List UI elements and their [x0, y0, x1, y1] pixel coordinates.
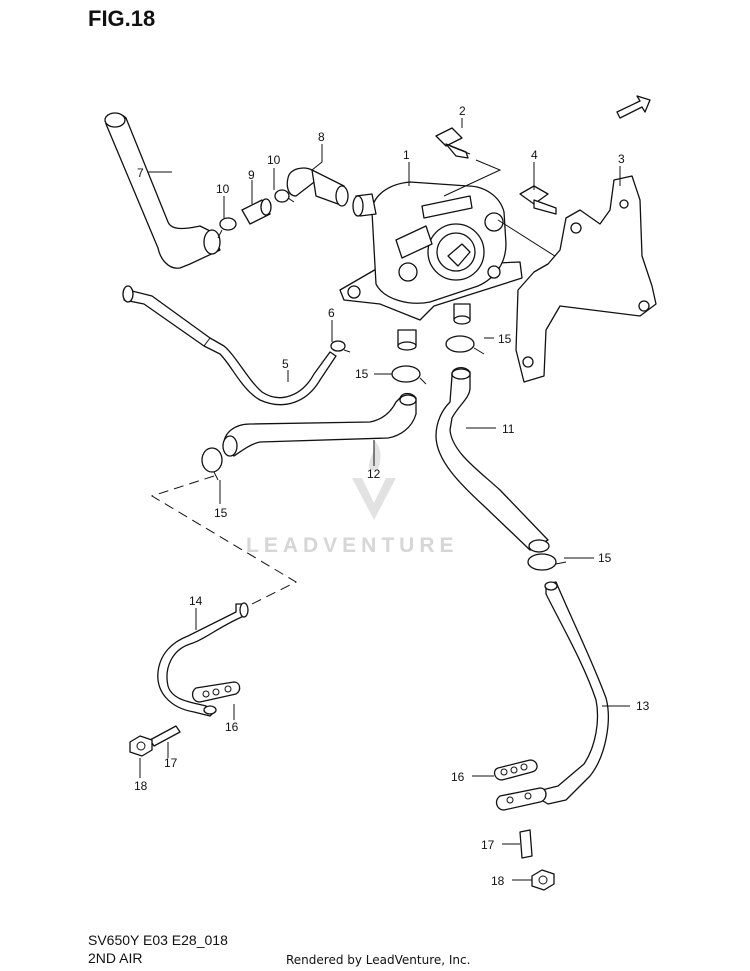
part-2-bolt	[435, 127, 471, 159]
callout-18-right: 18	[491, 874, 505, 888]
part-6-clamp	[330, 340, 351, 353]
part-14-pipe	[157, 602, 249, 717]
watermark-text: LEADVENTURE	[246, 534, 459, 557]
part-18-nut-right	[531, 869, 555, 891]
render-credit: Rendered by LeadVenture, Inc.	[286, 953, 471, 967]
callout-15-d: 15	[598, 551, 612, 565]
part-15-clamp-a	[445, 335, 485, 355]
part-15-clamp-c	[201, 447, 223, 481]
part-12-hose	[222, 392, 417, 457]
callout-16-right: 16	[451, 770, 465, 784]
part-11-hose	[435, 366, 550, 553]
part-5-hose	[122, 285, 337, 406]
part-13-pipe	[537, 581, 609, 805]
callout-10-left: 10	[216, 182, 230, 196]
part-17-stud-right	[519, 829, 533, 859]
fwd-arrow-icon	[616, 95, 651, 119]
part-16-gasket-right	[493, 759, 538, 781]
part-1-air-valve	[339, 181, 523, 351]
part-10-clamp-right	[274, 189, 295, 203]
callout-2: 2	[459, 104, 466, 118]
part-3-bracket	[515, 175, 657, 383]
part-15-clamp-d	[527, 553, 567, 571]
callout-14: 14	[189, 594, 203, 608]
section-name: 2ND AIR	[88, 950, 143, 966]
part-4-bolt	[519, 185, 557, 215]
part-15-clamp-b	[391, 365, 427, 385]
part-7-hose	[104, 112, 221, 269]
callout-16-left: 16	[225, 720, 239, 734]
part-18-nut-left	[129, 735, 153, 757]
callout-12: 12	[367, 467, 381, 481]
callout-8: 8	[318, 130, 325, 144]
callout-3: 3	[618, 152, 625, 166]
callout-11: 11	[502, 422, 515, 436]
part-16-gasket-left	[191, 681, 241, 703]
callout-15-a: 15	[498, 332, 512, 346]
callout-18-left: 18	[134, 779, 148, 793]
model-code: SV650Y E03 E28_018	[88, 932, 228, 948]
part-17-stud-left	[149, 725, 181, 747]
callout-17-right: 17	[481, 838, 495, 852]
callout-1: 1	[403, 148, 410, 162]
callout-9: 9	[248, 168, 255, 182]
callout-15-b: 15	[355, 367, 369, 381]
callout-leaders	[139, 118, 630, 881]
figure-title: FIG.18	[88, 6, 156, 31]
watermark-logo	[352, 440, 396, 520]
callout-5: 5	[282, 357, 289, 371]
callout-7: 7	[137, 166, 144, 180]
callout-10-right: 10	[267, 153, 281, 167]
callout-13: 13	[636, 699, 650, 713]
callout-15-c: 15	[214, 506, 228, 520]
part-9-pipe	[241, 198, 272, 225]
part-8-hose	[286, 167, 349, 207]
callout-6: 6	[328, 306, 335, 320]
part-10-clamp-left	[217, 217, 237, 239]
part-13-flange	[495, 787, 547, 811]
callout-17-left: 17	[164, 756, 178, 770]
callout-4: 4	[531, 148, 538, 162]
